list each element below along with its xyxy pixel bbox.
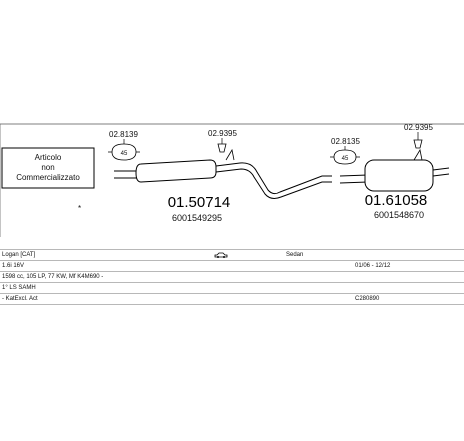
gasket-icon bbox=[108, 143, 140, 161]
part-code-1: 01.50714 bbox=[168, 194, 231, 211]
rear-silencer-body bbox=[364, 159, 434, 192]
callout-02-8135: 02.8135 45 bbox=[330, 137, 360, 165]
vehicle-info-table: Logan [CAT] Sedan 1.6i 16V 01/06 - 12/12… bbox=[0, 249, 464, 305]
engine-specs: 1598 cc, 105 LP, 77 KW, Mf K4M690 - bbox=[2, 274, 104, 280]
center-pipe-lower bbox=[215, 168, 332, 199]
date-range: 01/06 - 12/12 bbox=[355, 263, 391, 269]
part-ref-1: 6001549295 bbox=[172, 213, 222, 223]
part-ref-2: 6001548670 bbox=[374, 210, 424, 220]
rubber-hanger-icon bbox=[413, 139, 423, 149]
callout-index-3: 45 bbox=[342, 156, 349, 162]
info-row-engine: 1.6i 16V 01/06 - 12/12 bbox=[0, 260, 464, 271]
engine-label: 1.6i 16V bbox=[2, 263, 25, 269]
rear-hanger bbox=[413, 148, 423, 161]
callout-code-2: 02.9395 bbox=[208, 129, 237, 138]
note-marker: * bbox=[78, 204, 81, 213]
info-row-option: 1° LS SAMH bbox=[0, 282, 464, 293]
option-text: 1° LS SAMH bbox=[2, 285, 36, 291]
note-box bbox=[1, 147, 95, 189]
cat-code: C280890 bbox=[355, 296, 380, 302]
not-available-note: Articolo non Commercializzato * bbox=[1, 147, 95, 213]
model-name: Logan [CAT] bbox=[2, 252, 36, 258]
connector-pipe-lower bbox=[339, 181, 369, 184]
gasket-icon bbox=[330, 149, 360, 165]
callout-code-4: 02.9395 bbox=[404, 123, 433, 132]
center-silencer-assembly: 01.50714 6001549295 bbox=[114, 148, 332, 223]
callout-code-3: 02.8135 bbox=[331, 137, 360, 146]
callout-code-1: 02.8139 bbox=[109, 130, 138, 139]
note-line-1: Articolo bbox=[35, 153, 62, 162]
center-silencer-body bbox=[135, 159, 217, 183]
callout-02-8139: 02.8139 45 bbox=[108, 130, 140, 161]
callout-02-9395-b: 02.9395 bbox=[404, 123, 433, 149]
callout-02-9395-a: 02.9395 bbox=[208, 129, 237, 153]
hanger-rubber bbox=[225, 148, 235, 161]
info-row-model: Logan [CAT] Sedan bbox=[0, 249, 464, 260]
info-row-specs: 1598 cc, 105 LP, 77 KW, Mf K4M690 - bbox=[0, 271, 464, 282]
part-code-2: 01.61058 bbox=[365, 192, 428, 209]
center-pipe bbox=[215, 162, 332, 195]
note-line-2: non bbox=[41, 163, 54, 172]
tailpipe-lower bbox=[432, 173, 450, 177]
tailpipe bbox=[432, 167, 450, 171]
rubber-hanger-icon bbox=[217, 143, 227, 153]
note-line-3: Commercializzato bbox=[16, 173, 80, 182]
connector-pipe bbox=[339, 174, 369, 177]
callout-index-1: 45 bbox=[121, 151, 128, 157]
rear-silencer-assembly: 01.61058 6001548670 bbox=[339, 148, 450, 220]
car-icon bbox=[214, 252, 228, 262]
info-row-cat: - KatExcl. Act C280890 bbox=[0, 293, 464, 305]
body-type: Sedan bbox=[286, 252, 304, 258]
cat-text: - KatExcl. Act bbox=[2, 296, 38, 302]
